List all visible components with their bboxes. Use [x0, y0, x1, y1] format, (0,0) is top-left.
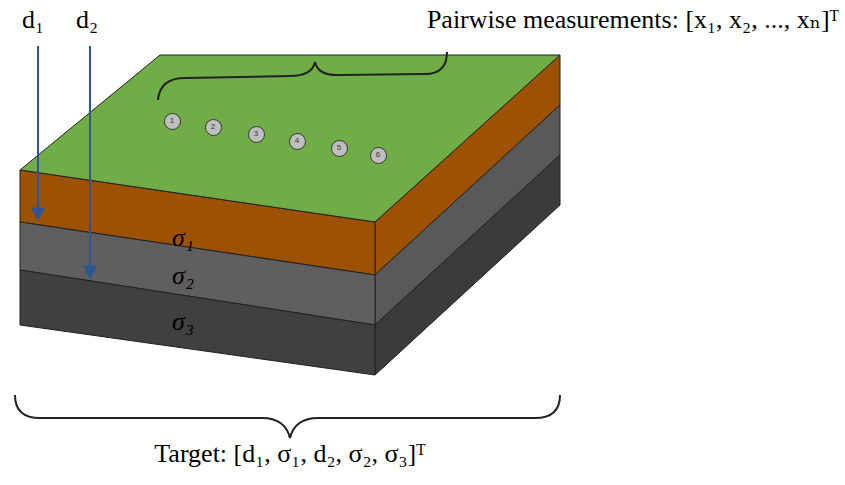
electrode-circle: 1 [164, 113, 181, 130]
conductivity-label: σ₂ [172, 263, 194, 289]
soil-layer: σ₁ [167, 222, 199, 254]
electrode-number: 2 [211, 123, 215, 131]
depth-arrow [37, 46, 39, 220]
electrode-circle: 2 [205, 119, 222, 136]
target-vector: Target: [d₁, σ₁, d₂, σ₂, σ₃]ᵀ [154, 440, 425, 469]
conductivity-label: σ₃ [172, 309, 194, 335]
depth-arrow [89, 46, 91, 278]
electrode-circle: 5 [331, 140, 348, 157]
brace [15, 395, 560, 438]
soil-layer: σ₃ [167, 306, 199, 338]
depth-label: d₁ [22, 6, 44, 35]
conductivity-label: σ₁ [172, 225, 194, 251]
electrode-circle: 6 [370, 147, 387, 164]
measurement-vector: Pairwise measurements: [x₁, x₂, ..., xₙ]… [427, 6, 839, 35]
depth-label: d₂ [76, 6, 98, 35]
layer-front [20, 270, 375, 375]
electrode-circle: 3 [248, 126, 265, 143]
soil-layer: σ₂ [167, 260, 199, 292]
ground-surface [20, 55, 560, 222]
electrode-number: 4 [295, 137, 299, 145]
brace [158, 52, 447, 100]
electrode-number: 6 [376, 151, 380, 159]
electrode-circle: 4 [289, 133, 306, 150]
electrode-number: 5 [337, 144, 341, 152]
electrode-number: 3 [254, 130, 258, 138]
electrode-number: 1 [170, 117, 174, 125]
